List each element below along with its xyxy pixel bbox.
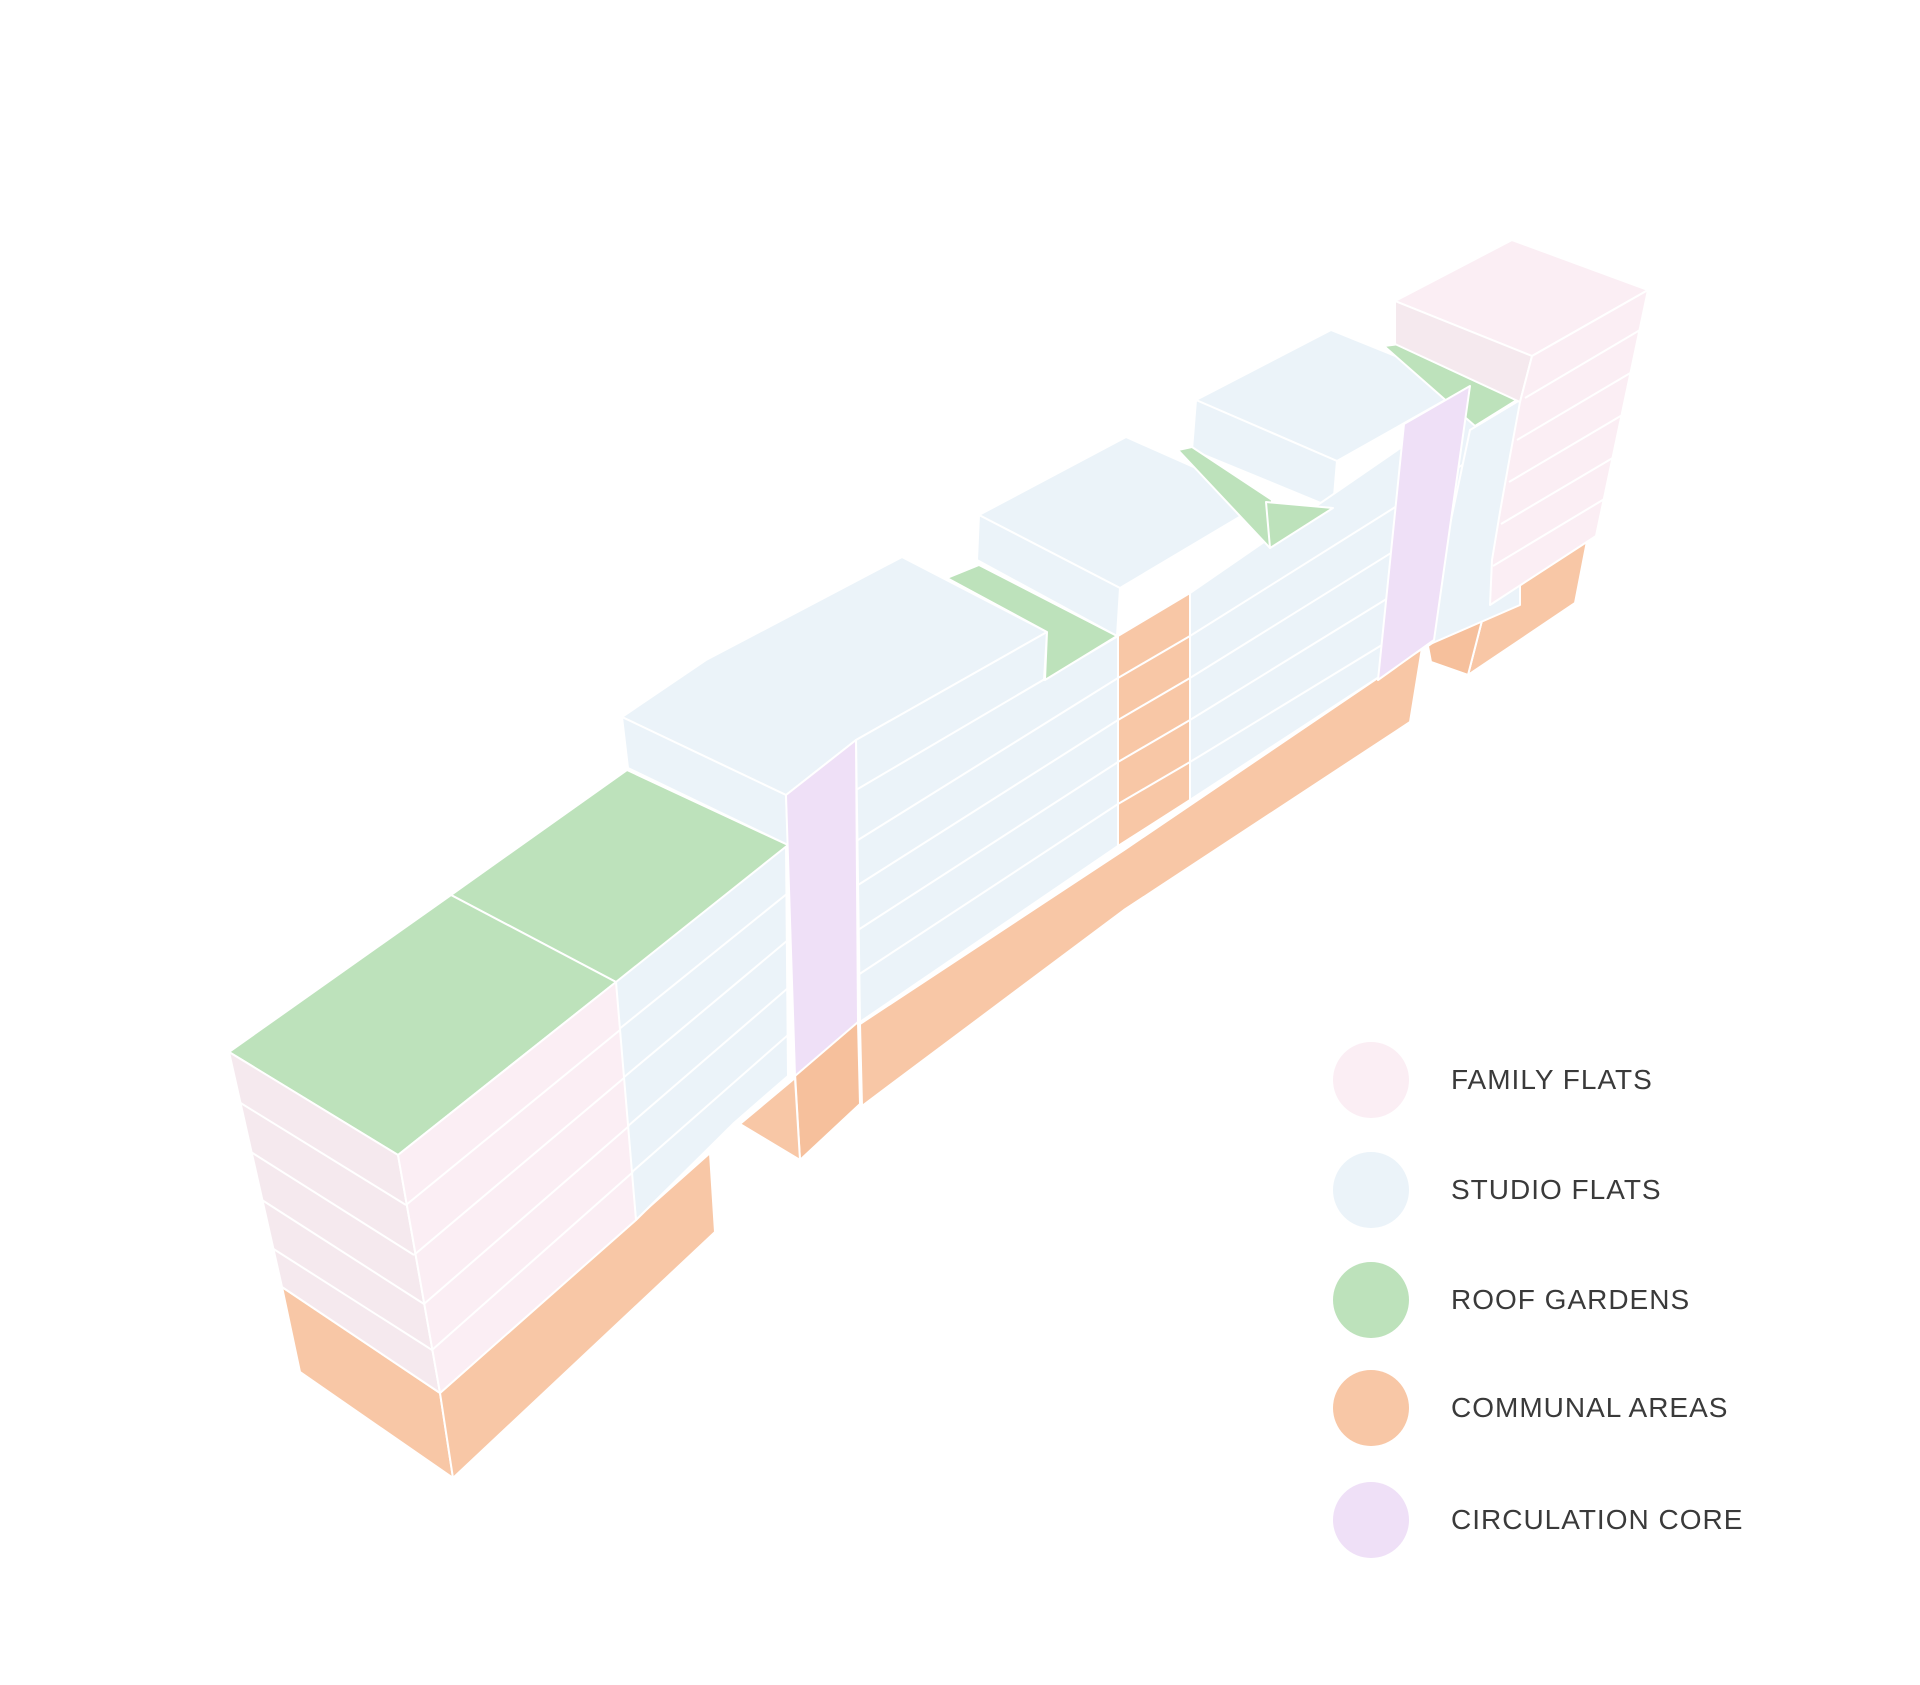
studio-facade-left-floor-2 [622, 939, 789, 1079]
legend-label: COMMUNAL AREAS [1451, 1392, 1729, 1423]
studio-facade-floor-3 [857, 719, 1119, 886]
family-left-front-floor-2 [250, 1151, 415, 1256]
studio-facade-floor-2 [857, 677, 1119, 841]
communal-stack-floor-2 [1117, 677, 1191, 721]
legend-item-family-flats: FAMILY FLATS [1333, 1042, 1793, 1118]
studio-facade-left-floor-1 [617, 892, 789, 1031]
roof-garden-right-lower [1265, 501, 1334, 549]
roof-gardens-swatch [1333, 1262, 1409, 1338]
family-flats-swatch [1333, 1042, 1409, 1118]
legend-item-studio-flats: STUDIO FLATS [1333, 1152, 1793, 1228]
legend-item-communal-areas: COMMUNAL AREAS [1333, 1370, 1793, 1446]
legend-item-circulation-core: CIRCULATION CORE [1333, 1482, 1793, 1558]
communal-areas-swatch [1333, 1370, 1409, 1446]
studio-facade-floor-5 [857, 803, 1119, 976]
communal-base-core-left [739, 1077, 801, 1161]
family-flats-group [228, 239, 1649, 1394]
circulation-core-right [1377, 385, 1471, 681]
family-left-front-floor-4 [271, 1247, 433, 1351]
studio-facade-left-floor-3 [627, 987, 789, 1127]
studio-flats-swatch [1333, 1152, 1409, 1228]
family-tower-floor-2 [1516, 371, 1633, 441]
family-left-side-floor-3 [423, 1125, 630, 1305]
roof-gardens-group [228, 343, 1521, 1156]
family-left-side-floor-2 [413, 1077, 625, 1256]
circulation-core-swatch [1333, 1482, 1409, 1558]
legend-label: FAMILY FLATS [1451, 1064, 1653, 1095]
circulation-core-left [785, 739, 859, 1077]
roof-garden-right [1177, 446, 1273, 549]
communal-stack-floor-1 [1117, 635, 1191, 679]
circulation-cores-group [785, 385, 1471, 1077]
studio-facade-floor-4 [857, 761, 1119, 931]
legend-label: CIRCULATION CORE [1451, 1504, 1744, 1535]
family-tower-floor-5 [1492, 497, 1607, 567]
family-tower-floor-4 [1500, 455, 1617, 525]
family-left-front-floor-3 [261, 1199, 425, 1305]
legend-label: ROOF GARDENS [1451, 1284, 1691, 1315]
communal-stack-central [1117, 592, 1191, 847]
family-left-front-floor-1 [238, 1101, 407, 1206]
family-block-left-side [397, 981, 637, 1394]
studio-facade-left-floor-4 [631, 1034, 789, 1173]
family-left-side-floor-4 [431, 1171, 634, 1351]
legend-item-roof-gardens: ROOF GARDENS [1333, 1262, 1793, 1338]
communal-stack-floor-3 [1117, 719, 1191, 763]
family-tower-floor-1 [1524, 329, 1641, 399]
communal-stack-floor-4 [1117, 761, 1191, 805]
family-left-side-floor-1 [405, 1029, 621, 1206]
roof-garden-middle [946, 564, 1118, 681]
legend-label: STUDIO FLATS [1451, 1174, 1662, 1205]
communal-base-central-front [859, 647, 1423, 1107]
family-tower-floor-3 [1508, 413, 1625, 483]
